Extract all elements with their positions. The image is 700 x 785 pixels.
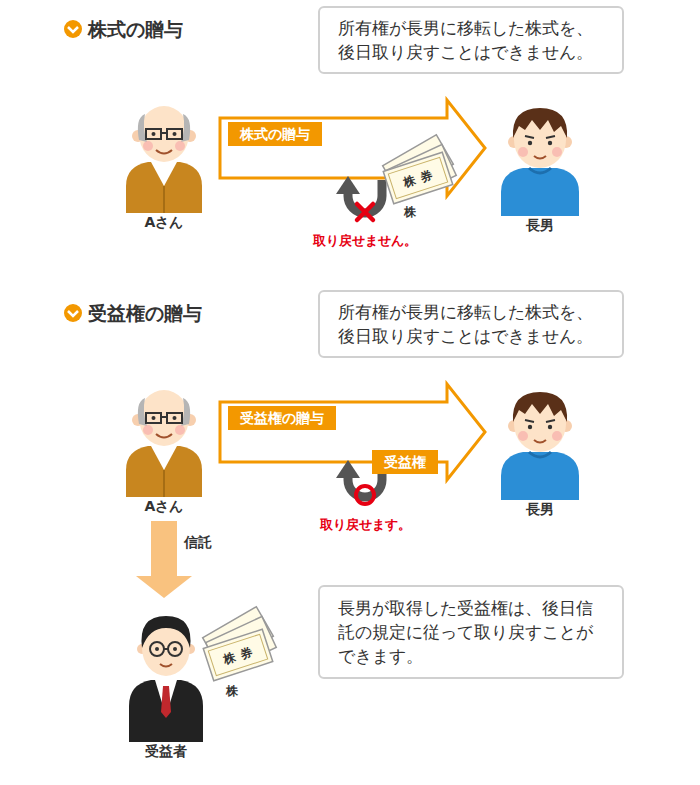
band-label: 受益権 <box>372 450 438 474</box>
arrow-connector <box>136 521 192 598</box>
edge-label: 信託 <box>184 533 212 551</box>
callout-text: 所有権が長男に移転した株式を、後日取り戻すことはできません。 <box>338 300 606 348</box>
heading-icon <box>64 20 82 38</box>
certificate-text: 株券 <box>402 166 441 190</box>
stock-label: 株 <box>226 684 238 698</box>
person-figure <box>125 602 207 742</box>
person-figure <box>118 88 210 213</box>
person-name: 長男 <box>495 216 585 234</box>
person-node: 受益者 <box>125 602 207 760</box>
person-name: Aさん <box>118 213 210 231</box>
person-node: Aさん <box>118 372 210 515</box>
callout-box: 長男が取得した受益権は、後日信託の規定に従って取り戻すことができます。 <box>318 585 624 679</box>
section-heading: 受益権の贈与 <box>88 301 202 325</box>
person-figure <box>495 380 585 500</box>
circle-mark <box>356 486 374 504</box>
section-heading: 株式の贈与 <box>88 17 183 41</box>
status-note: 取り戻せます。 <box>320 517 411 533</box>
stock-certificates <box>203 607 277 681</box>
callout-box: 所有権が長男に移転した株式を、後日取り戻すことはできません。 <box>318 6 624 74</box>
person-node: 長男 <box>495 380 585 518</box>
person-node: Aさん <box>118 88 210 231</box>
certificate-text: 株券 <box>222 643 261 667</box>
stock-certificates <box>383 135 457 204</box>
heading-icon <box>64 304 82 322</box>
person-figure <box>495 96 585 216</box>
status-note: 取り戻せません。 <box>313 233 417 249</box>
cross-mark <box>357 204 373 220</box>
callout-text: 長男が取得した受益権は、後日信託の規定に従って取り戻すことができます。 <box>338 596 606 668</box>
callout-box: 所有権が長男に移転した株式を、後日取り戻すことはできません。 <box>318 290 624 358</box>
person-name: 受益者 <box>125 742 207 760</box>
edge-label: 株式の贈与 <box>228 122 322 146</box>
arrow-connector <box>220 384 485 480</box>
person-node: 長男 <box>495 96 585 234</box>
stock-label: 株 <box>404 205 416 219</box>
person-name: Aさん <box>118 497 210 515</box>
person-figure <box>118 372 210 497</box>
callout-text: 所有権が長男に移転した株式を、後日取り戻すことはできません。 <box>338 16 606 64</box>
edge-label: 受益権の贈与 <box>228 406 336 430</box>
person-name: 長男 <box>495 500 585 518</box>
